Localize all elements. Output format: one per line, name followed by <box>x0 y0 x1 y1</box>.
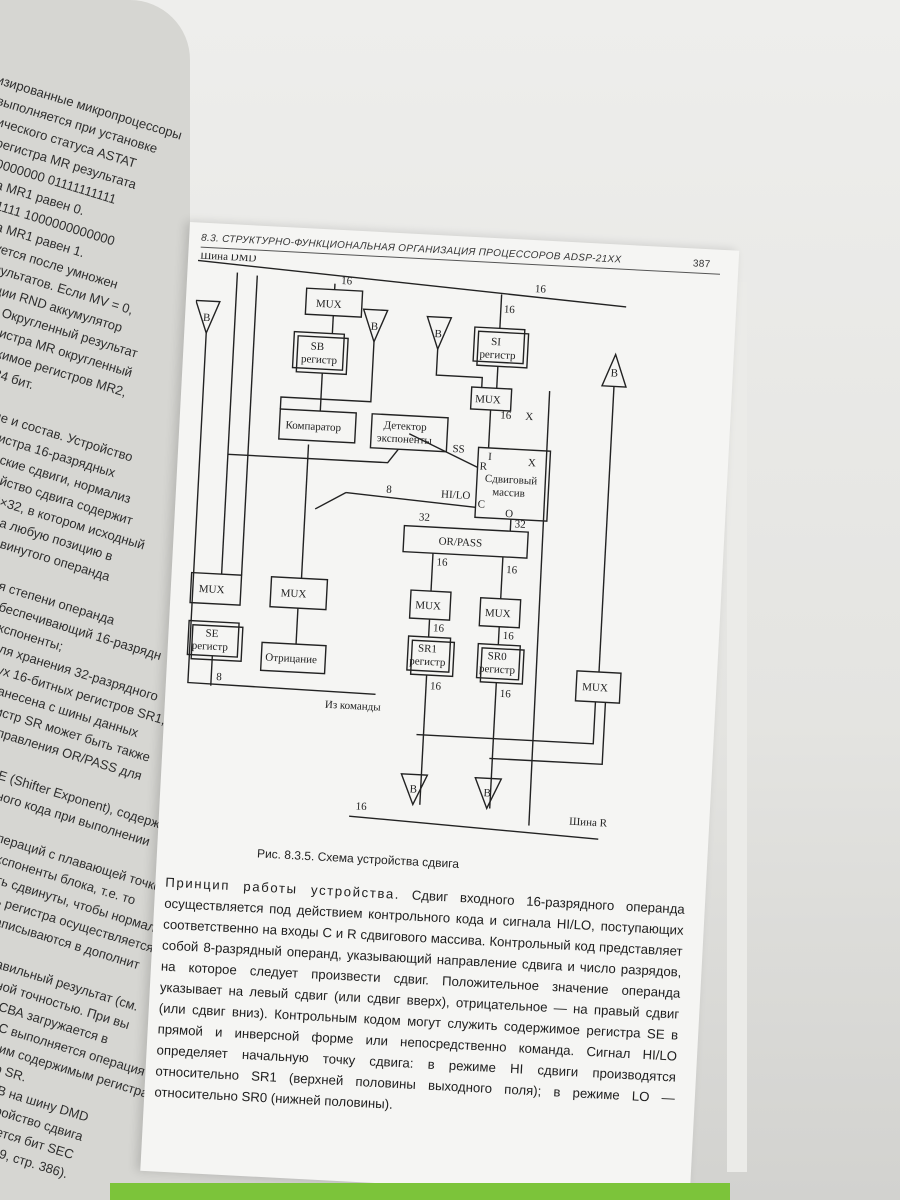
hilo-label: HI/LO <box>441 489 471 503</box>
page-number: 387 <box>692 258 711 271</box>
si-reg-label-2: регистр <box>479 348 516 362</box>
sb-reg-label-1: SB <box>310 340 324 353</box>
width-32-a: 32 <box>419 511 431 524</box>
b-label-5: B <box>409 783 417 795</box>
port-c-label: C <box>477 498 485 510</box>
b-label-3: B <box>434 328 442 340</box>
dmd-bus-label: Шина DMD <box>200 252 257 264</box>
width-16-f: 16 <box>506 564 518 577</box>
width-16-c: 16 <box>535 283 547 296</box>
r-bus-label: Шина R <box>569 816 608 830</box>
width-16-a: 16 <box>341 275 353 288</box>
si-reg-label-1: SI <box>491 336 502 349</box>
exp-detector-label-2: экспоненты <box>377 432 433 447</box>
comparator-box <box>278 408 357 444</box>
sr0-reg-label-1: SR0 <box>487 650 507 663</box>
sr1-reg-label-1: SR1 <box>418 643 438 656</box>
exp-detector-label-1: Детектор <box>383 419 427 433</box>
width-8-b: 8 <box>216 671 223 683</box>
mux-sr1-label: MUX <box>415 599 441 612</box>
b-label-2: B <box>370 321 378 333</box>
dmd-bus-line <box>197 259 627 308</box>
green-surface <box>110 1183 730 1200</box>
comparator-label: Компаратор <box>285 419 342 434</box>
width-8-a: 8 <box>386 484 393 496</box>
r-bus-line <box>349 815 599 840</box>
sb-reg-box <box>291 330 346 371</box>
ss-label: SS <box>452 443 465 456</box>
sb-reg-label-2: регистр <box>301 353 338 367</box>
shifter-diagram: Шина DMD Шина R MUX SB регистр SI регист… <box>186 252 627 840</box>
figure-caption: Рис. 8.3.5. Схема устройства сдвига <box>256 846 460 871</box>
width-16-d: 16 <box>500 410 512 423</box>
b-label-6: B <box>483 787 491 799</box>
mux-se-box <box>189 571 243 606</box>
width-32-b: 32 <box>514 518 526 531</box>
or-pass-label: OR/PASS <box>438 535 482 549</box>
negation-box <box>259 641 327 675</box>
sr1-reg-box <box>406 635 452 673</box>
shifter-label-2: массив <box>492 486 525 500</box>
port-i-label: I <box>488 451 493 463</box>
mux-se-label: MUX <box>198 583 224 596</box>
mux-ctrl-label: MUX <box>280 587 306 600</box>
b-triangle-1 <box>194 299 221 335</box>
width-16-k: 16 <box>355 800 367 813</box>
exp-detector-box <box>369 413 449 453</box>
or-pass-box <box>402 524 529 559</box>
width-16-e: 16 <box>436 556 448 569</box>
b-label-4: B <box>610 367 618 379</box>
b-label-1: B <box>203 312 211 324</box>
sr1-reg-label-2: регистр <box>409 655 446 669</box>
paragraph-text: Сдвиг входного 16-разрядного операнда ос… <box>154 886 686 1112</box>
se-reg-label-1: SE <box>205 627 219 640</box>
b-triangle-3 <box>426 315 453 352</box>
mux-out-label: MUX <box>582 681 608 694</box>
port-x-label: X <box>528 457 537 469</box>
width-16-g: 16 <box>433 622 445 635</box>
width-16-b: 16 <box>504 304 516 317</box>
width-16-j: 16 <box>499 688 511 701</box>
page-edge <box>727 282 747 1172</box>
b-triangle-2 <box>362 308 389 344</box>
b-triangle-6 <box>474 776 503 811</box>
book-page: 8.3. СТРУКТУРНО-ФУНКЦИОНАЛЬНАЯ ОРГАНИЗАЦ… <box>140 222 740 1200</box>
width-16-h: 16 <box>502 630 514 643</box>
sr0-reg-label-2: регистр <box>479 663 516 677</box>
port-r-label: R <box>479 460 488 472</box>
shifter-label-1: Сдвиговый <box>485 473 538 488</box>
width-16-i: 16 <box>430 680 442 693</box>
se-reg-label-2: регистр <box>192 640 229 654</box>
negation-label: Отрицание <box>265 652 317 667</box>
se-reg-box <box>186 619 240 658</box>
sr0-reg-box <box>475 642 522 681</box>
port-x-top-label: X <box>525 411 534 423</box>
mux-si-label: MUX <box>475 393 501 406</box>
from-command-label: Из команды <box>325 699 382 714</box>
body-paragraph: Принцип работы устройства. Сдвиг входног… <box>154 872 685 1130</box>
mux-sr0-label: MUX <box>485 607 511 620</box>
mux-top-label: MUX <box>316 298 342 311</box>
port-o-label: O <box>505 508 514 520</box>
